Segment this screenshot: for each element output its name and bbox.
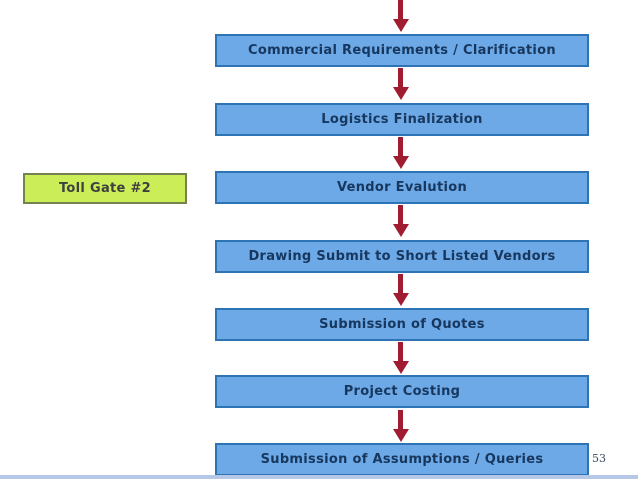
arrow-head [392, 429, 409, 442]
flow-step-label: Submission of Quotes [319, 317, 485, 332]
flow-step-submission-of-quotes: Submission of Quotes [215, 308, 589, 341]
arrow-stem [398, 68, 403, 87]
down-arrow-icon [392, 0, 409, 32]
arrow-head [392, 19, 409, 32]
toll-gate-2-callout: Toll Gate #2 [23, 173, 187, 204]
page-number: 53 [592, 452, 606, 465]
arrow-head [392, 156, 409, 169]
flow-step-label: Submission of Assumptions / Queries [260, 452, 544, 467]
arrow-stem [398, 410, 403, 429]
flow-step-project-costing: Project Costing [215, 375, 589, 408]
flow-step-label: Drawing Submit to Short Listed Vendors [248, 249, 556, 264]
flow-step-commercial-requirements: Commercial Requirements / Clarification [215, 34, 589, 67]
arrow-head [392, 293, 409, 306]
toll-gate-label: Toll Gate #2 [58, 181, 152, 196]
arrow-stem [398, 342, 403, 361]
flow-step-logistics-finalization: Logistics Finalization [215, 103, 589, 136]
flow-step-label: Logistics Finalization [321, 112, 483, 127]
arrow-head [392, 361, 409, 374]
down-arrow-icon [392, 342, 409, 374]
flow-step-vendor-evaluation: Vendor Evalution [215, 171, 589, 204]
down-arrow-icon [392, 410, 409, 442]
arrow-head [392, 224, 409, 237]
down-arrow-icon [392, 205, 409, 237]
flow-step-label: Vendor Evalution [336, 180, 468, 195]
flow-step-label: Project Costing [343, 384, 461, 399]
arrow-stem [398, 0, 403, 19]
arrow-stem [398, 274, 403, 293]
arrow-head [392, 87, 409, 100]
down-arrow-icon [392, 68, 409, 100]
bottom-border-line [0, 475, 638, 479]
down-arrow-icon [392, 274, 409, 306]
flow-step-label: Commercial Requirements / Clarification [248, 43, 556, 58]
arrow-stem [398, 137, 403, 156]
flow-step-submission-of-assumptions: Submission of Assumptions / Queries [215, 443, 589, 476]
arrow-stem [398, 205, 403, 224]
flow-step-drawing-submit: Drawing Submit to Short Listed Vendors [215, 240, 589, 273]
down-arrow-icon [392, 137, 409, 169]
